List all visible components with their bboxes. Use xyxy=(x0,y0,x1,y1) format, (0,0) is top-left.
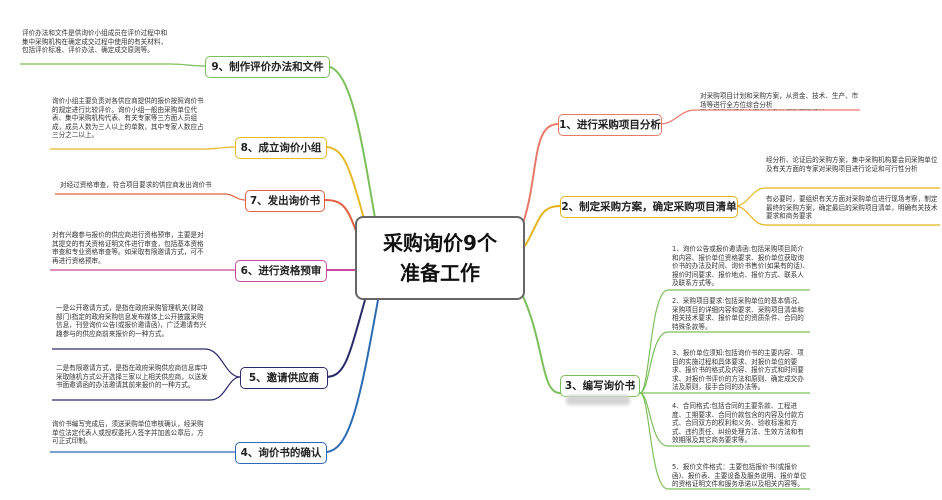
branch-1-node[interactable]: 1、进行采购项目分析 xyxy=(558,114,662,136)
branch-6-node[interactable]: 6、进行资格预审 xyxy=(235,260,327,282)
central-topic-line-1: 采购询价9个 xyxy=(383,231,497,255)
branch-3-sub-1: 1、询价公告或报价邀请函:包括采购项目简介和内容、报价单位资格要求、报价单位获取… xyxy=(672,245,810,288)
branch-2-note-b: 有必要时，要组织有关方面对采购单位进行现场考察，制定最终的采购方案，确定最后的采… xyxy=(766,195,938,221)
central-topic[interactable]: 采购询价9个 准备工作 xyxy=(355,216,525,300)
branch-5-line xyxy=(240,299,366,378)
branch-5-note-a: 一是公开邀请方式，是指在政府采购管理机关(财政部门)指定的政府采购信息发布媒体上… xyxy=(56,304,207,338)
branch-3-sub-4: 4、合同格式:包括合同的主要条款、工程进度、工期要求、合同价款包含的内容及付款方… xyxy=(672,402,804,445)
branch-6-note: 对有兴趣参与报价的供应商进行资格预审，主要是对其提交的有关资格证明文件进行审查，… xyxy=(52,231,204,265)
branch-8-note-line xyxy=(50,146,236,150)
branch-7-node[interactable]: 7、发出询价书 xyxy=(245,190,325,212)
branch-1-line xyxy=(519,123,660,233)
branch-7-note: 对经过资格审查，符合项目要求的供应商发出询价书 xyxy=(60,181,212,189)
branch-1-note: 对采购项目计划和采购方案，从资金、技术、生产、市场等进行全方位综合分析 确定科学… xyxy=(700,92,859,110)
branch-5-note-a-line xyxy=(52,348,241,378)
branch-2-note-a: 经分析、论证后的采购方案，集中采购机构要会同采购单位及有关方面的专家对采购项目进… xyxy=(766,156,938,173)
branch-3-sub2-line xyxy=(639,331,810,394)
branch-2-note-a-line xyxy=(734,187,940,207)
branch-2-line xyxy=(524,205,735,247)
branch-5-note-b: 二是有限邀请方式，是指在政府采购供应商信息库中采取随机方式公开选择三家以上相关供… xyxy=(56,364,208,390)
branch-4-line xyxy=(235,299,379,453)
branch-3-sub-2: 2、采购项目要求:包括采购单位的基本情况、采购项目的详细内容和要求、采购项目清单… xyxy=(672,297,804,331)
branch-3-sub-3: 3、报价单位须知:包括询价书的主要内容、项目的实施过程和具体要求、对报价单位的要… xyxy=(672,349,804,392)
branch-4-node[interactable]: 4、询价书的确认 xyxy=(235,442,327,464)
branch-5-note-b-line xyxy=(52,376,241,401)
branch-8-node[interactable]: 8、成立询价小组 xyxy=(235,137,327,159)
branch-5-node[interactable]: 5、邀请供应商 xyxy=(240,367,328,389)
blurred-text xyxy=(566,395,630,405)
central-topic-line-2: 准备工作 xyxy=(400,261,480,285)
branch-2-note-b-line xyxy=(734,205,940,226)
branch-3-line xyxy=(519,289,640,394)
branch-4-note: 询价书编写完成后，须送采购单位审核确认，经采购单位法定代表人或授权委托人签字并加… xyxy=(52,420,204,446)
branch-3-sub5-line xyxy=(639,392,810,490)
branch-1-note-line xyxy=(659,109,860,125)
branch-3-node[interactable]: 3、编写询价书 xyxy=(560,375,640,397)
branch-3-sub4-line xyxy=(639,392,810,447)
branch-8-note: 询价小组主要负责对各供应商提供的报价按照询价书的规定进行比较评价。询价小组一般由… xyxy=(52,97,204,140)
branch-9-note: 评价办法和文件是供询价小组成员在评价过程中和集中采购机构在确定成交过程中使用的有… xyxy=(22,29,168,55)
branch-3-sub1-line xyxy=(639,289,810,394)
branch-9-node[interactable]: 9、制作评价办法和文件 xyxy=(205,56,330,78)
branch-9-note-line xyxy=(20,63,206,67)
branch-3-sub-5: 5、报价文件格式：主要包括报价书(或报价函)、报价表、主要设备及服务说明、报价单… xyxy=(672,463,807,489)
branch-7-note-line xyxy=(55,193,246,201)
branch-2-node[interactable]: 2、制定采购方案，确定采购项目清单 xyxy=(560,196,738,218)
